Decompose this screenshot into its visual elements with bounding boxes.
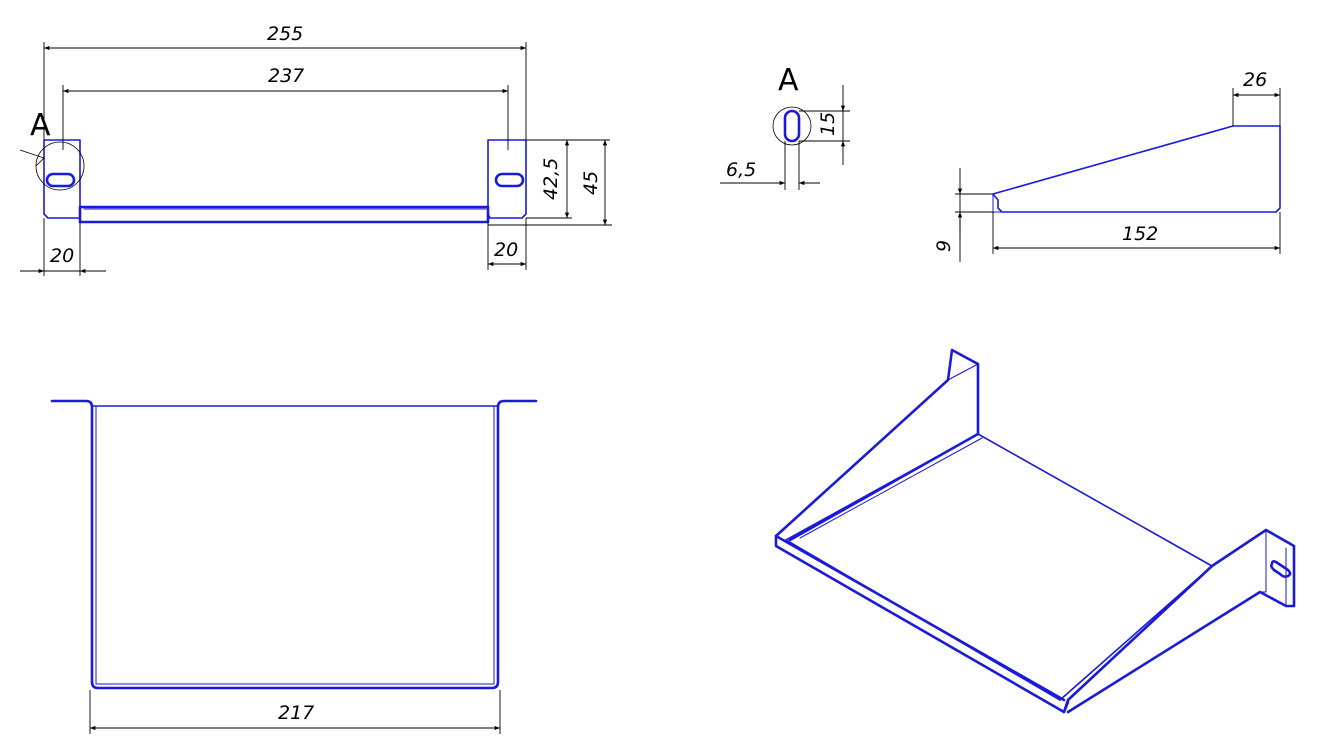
dim-total-height: 45 [580, 171, 602, 195]
dim-right-flange-width: 20 [494, 239, 518, 261]
front-view: A 255 237 20 20 42,5 45 [19, 23, 612, 276]
left-slot [45, 172, 76, 188]
isometric-view [774, 348, 1296, 714]
top-outline [50, 399, 538, 690]
side-profile [992, 125, 1281, 213]
right-flange [487, 139, 527, 219]
dim-slot-height: 15 [817, 112, 839, 136]
dim-left-flange-width: 20 [50, 245, 74, 267]
dim-overall-width: 255 [267, 23, 303, 45]
detail-a-label: A [30, 108, 51, 143]
dim-slot-width: 6,5 [726, 159, 756, 181]
dim-flange-height: 42,5 [540, 158, 562, 200]
right-slot [494, 172, 525, 188]
dim-depth: 152 [1122, 223, 1158, 245]
iso-floor [785, 433, 1213, 701]
iso-right-wing [1062, 528, 1296, 714]
dim-top-flange: 26 [1243, 69, 1267, 91]
side-view: 26 152 9 [933, 69, 1281, 262]
dim-top-width: 217 [278, 702, 314, 724]
dim-inner-width: 237 [268, 65, 304, 87]
iso-slot [1270, 560, 1292, 578]
dim-lip-height: 9 [933, 240, 955, 252]
detail-a-title: A [778, 63, 799, 98]
left-flange [43, 139, 81, 219]
top-view: 217 [50, 399, 538, 734]
detail-a-view: A 6,5 15 [720, 63, 850, 190]
detail-slot [783, 109, 801, 143]
